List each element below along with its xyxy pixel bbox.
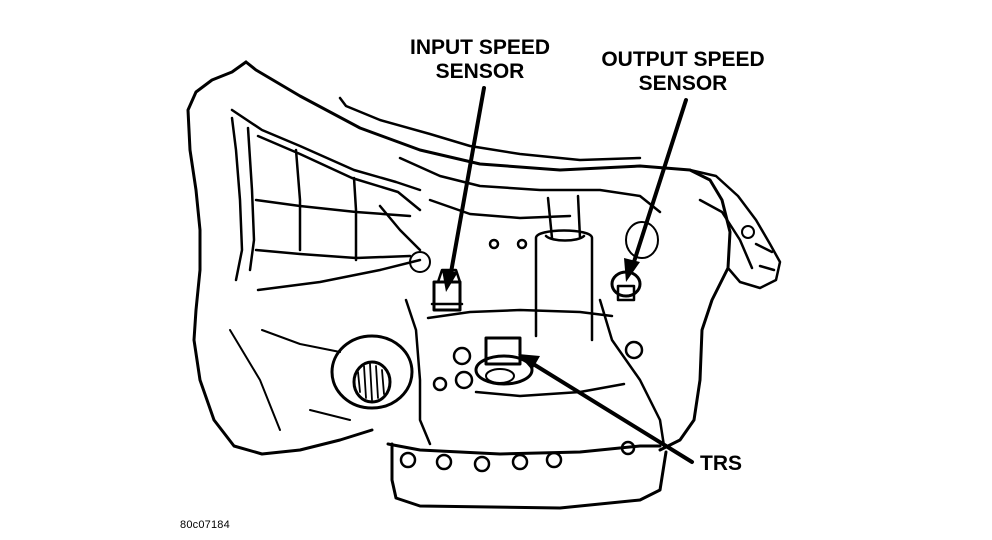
center-column [534, 194, 594, 342]
oil-pan [386, 442, 668, 510]
input-sensor-arrowhead [442, 270, 458, 292]
extension-housing [688, 168, 782, 290]
housing-ribs [230, 108, 422, 292]
input-speed-sensor-label: INPUT SPEED SENSOR [382, 36, 578, 84]
trs-leader [528, 360, 694, 464]
input-sensor-body [430, 268, 464, 306]
output-speed-sensor-label-line-1: OUTPUT SPEED [601, 48, 765, 71]
housing-inner-lines [229, 329, 351, 431]
case-lower [404, 298, 666, 448]
input-shaft-splines [357, 363, 385, 401]
trs-sensor [484, 336, 522, 366]
extension-bolt [741, 225, 755, 239]
input-shaft-boss [330, 334, 414, 410]
case-top [338, 96, 662, 252]
input-shaft [352, 360, 392, 404]
input-sensor-leader [448, 86, 486, 280]
input-sensor-boss [409, 251, 431, 273]
output-sensor-leader [630, 98, 688, 270]
trs-arrowhead [518, 354, 540, 370]
input-speed-sensor-label-line-2: SENSOR [435, 60, 525, 83]
bell-housing [186, 60, 732, 456]
output-speed-sensor-label-line-2: SENSOR [638, 72, 728, 95]
output-sensor-boss [625, 221, 659, 259]
output-sensor-arrowhead [624, 258, 640, 282]
trs-shaft [485, 368, 515, 384]
case-bolts [432, 238, 644, 392]
figure-id: 80c07184 [180, 519, 230, 531]
pan-bolts [399, 440, 636, 473]
output-sensor-nut [616, 284, 636, 302]
trs-label: TRS [700, 452, 742, 475]
output-speed-sensor-label: OUTPUT SPEED SENSOR [572, 48, 794, 96]
input-speed-sensor-label-line-1: INPUT SPEED [409, 36, 551, 59]
